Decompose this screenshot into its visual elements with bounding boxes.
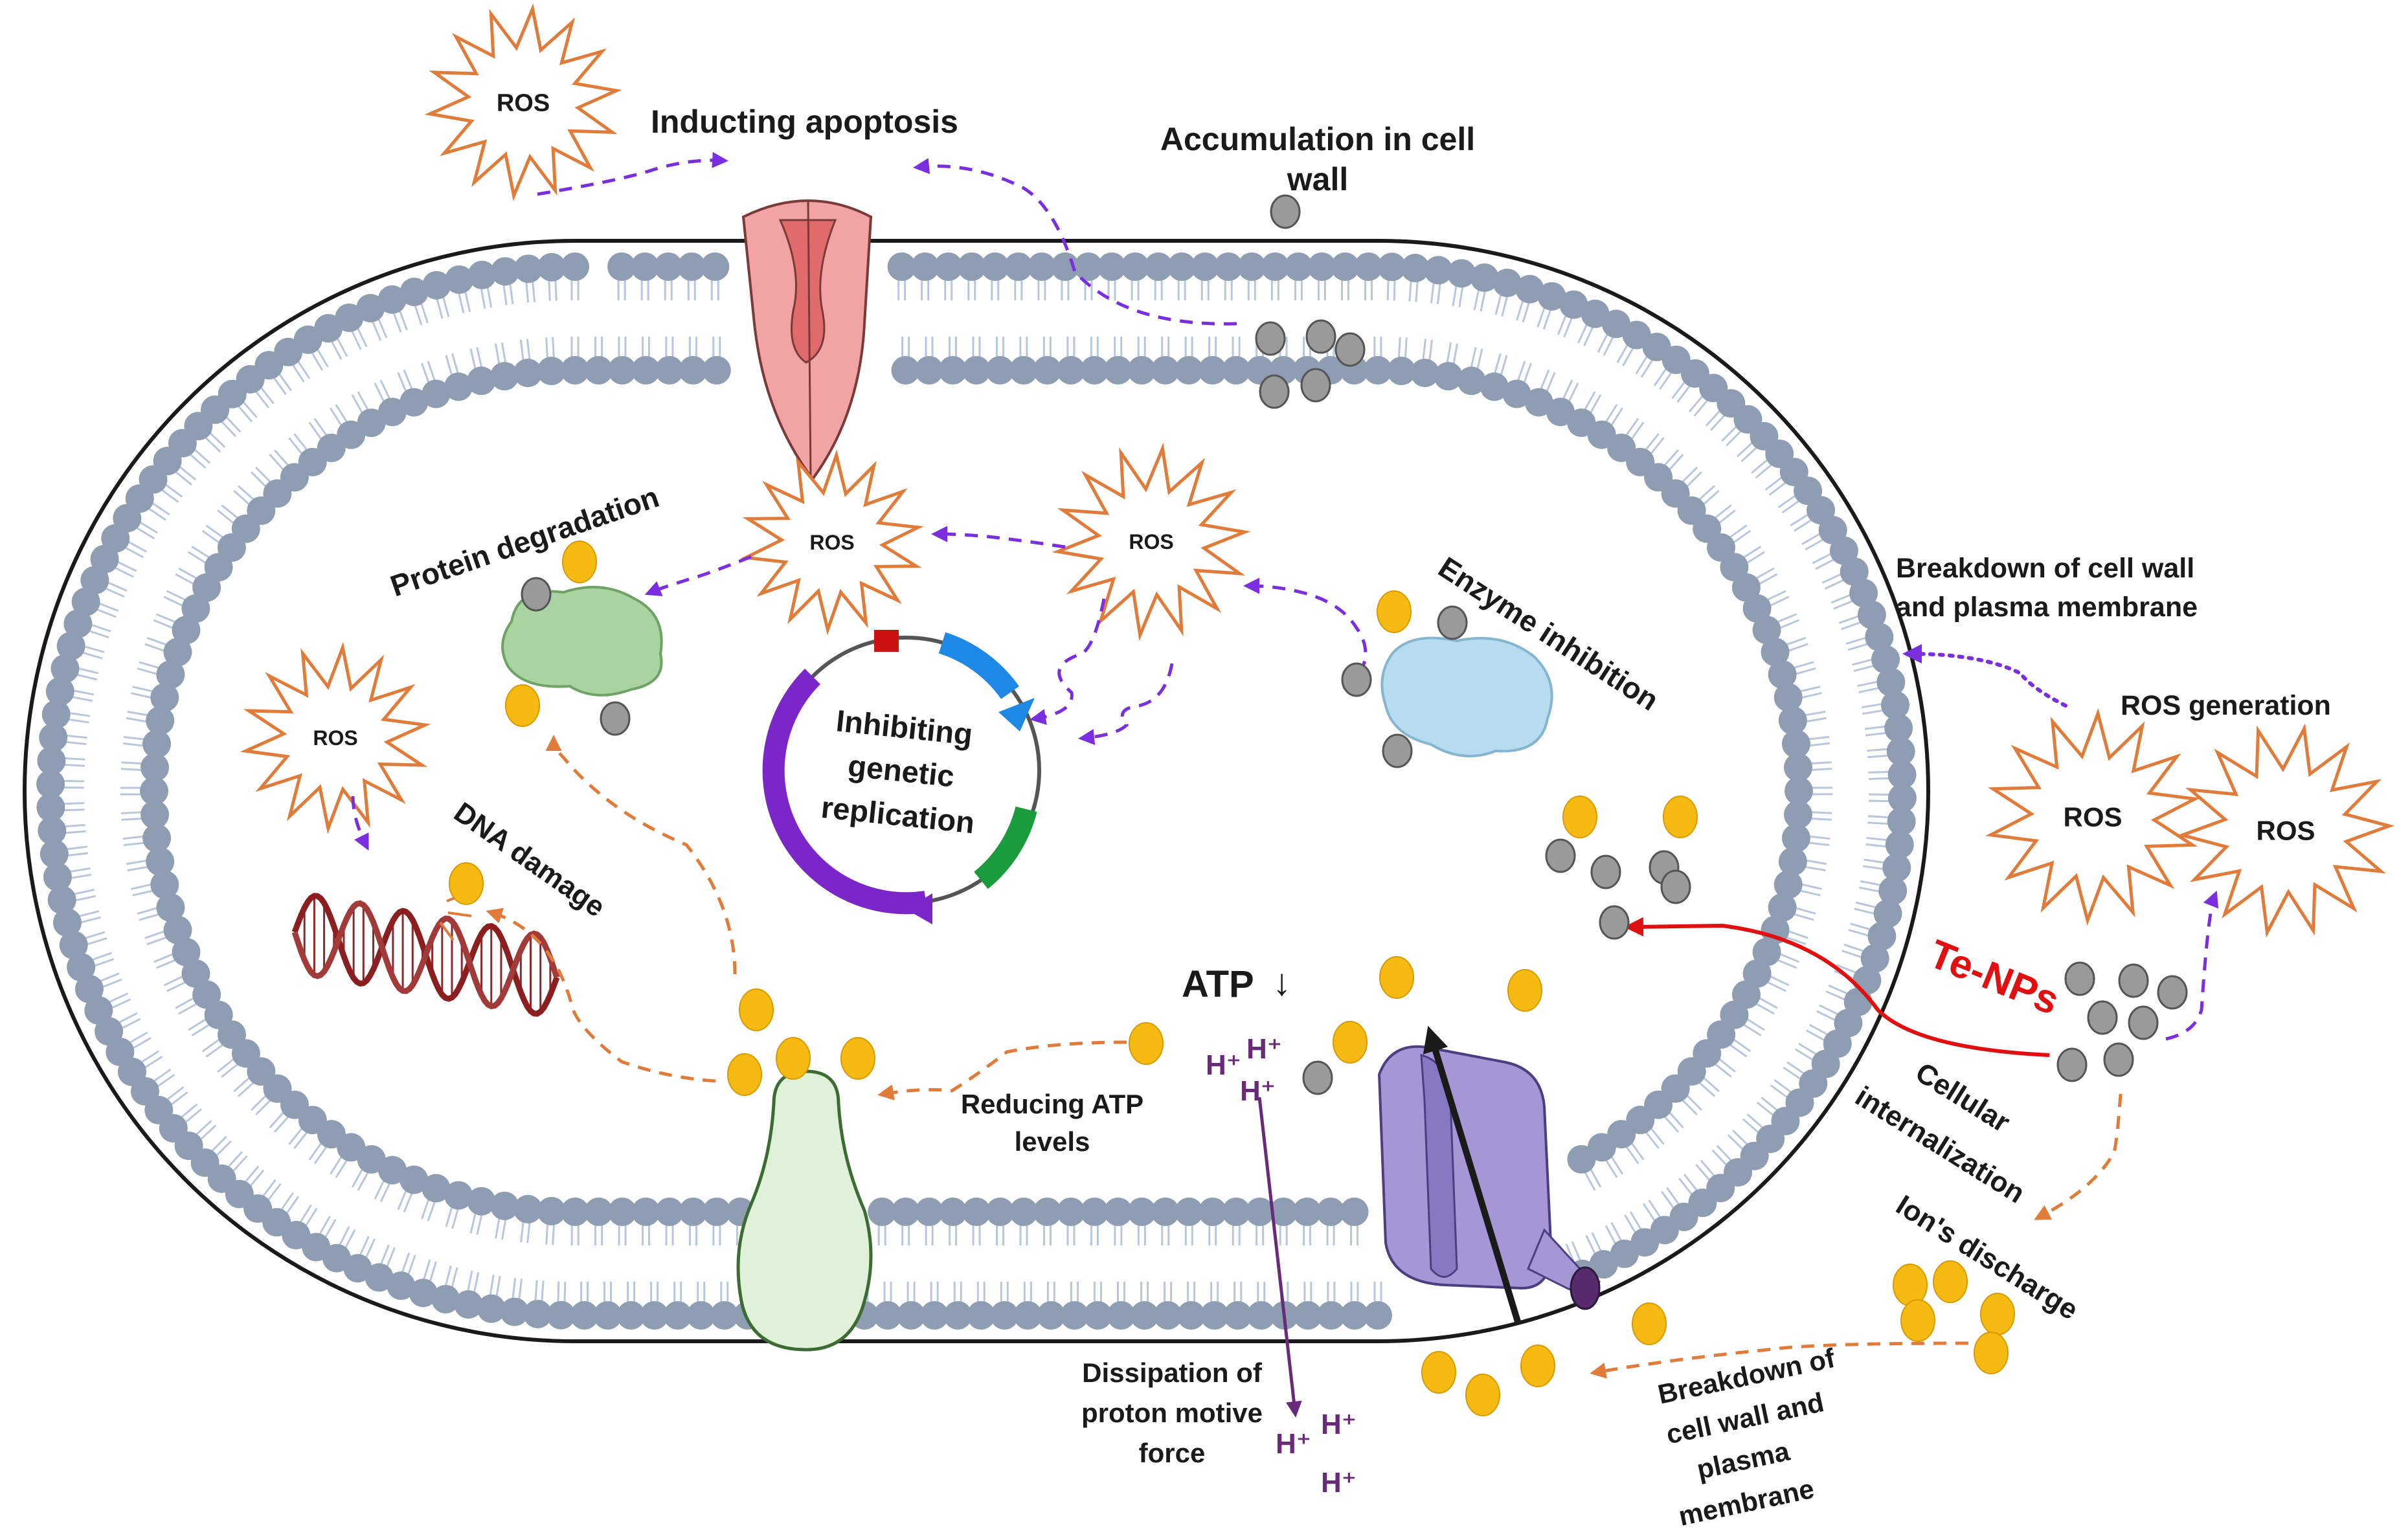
label-accumulation: Accumulation in cell — [1160, 121, 1475, 157]
ros-label: ROS — [313, 726, 357, 750]
label-dissipation-3: force — [1139, 1438, 1206, 1468]
te-nanoparticle — [1303, 1062, 1332, 1094]
ion-particle — [1933, 1261, 1967, 1302]
label-inducing-apoptosis: Inducting apoptosis — [651, 104, 958, 140]
arrow-internalization-to-ions — [2040, 1094, 2121, 1217]
proton-label: H⁺ — [1321, 1467, 1357, 1499]
ion-particle — [1901, 1300, 1935, 1341]
arrow-ros-generation — [2166, 897, 2214, 1039]
label-reducing-atp: Reducing ATP — [961, 1089, 1143, 1119]
ion-particle — [1129, 1023, 1163, 1064]
label-dissipation: Dissipation of — [1082, 1357, 1263, 1388]
arrow-ros-to-apoptosis — [537, 161, 722, 194]
label-breakdown-bottom-3: plasma — [1694, 1436, 1792, 1485]
ion-particle — [1521, 1345, 1555, 1387]
ros-label: ROS — [497, 89, 550, 117]
te-nanoparticle — [1592, 856, 1620, 888]
te-nanoparticle — [1271, 195, 1300, 228]
ros-star: ROS — [1990, 713, 2194, 921]
label-breakdown-right: Breakdown of cell wall — [1896, 553, 2194, 584]
te-nanoparticle — [1661, 871, 1690, 903]
te-nanoparticle — [1307, 320, 1335, 353]
te-nanoparticle — [1600, 906, 1628, 939]
ion-particle — [1466, 1374, 1500, 1416]
te-nanoparticle — [1260, 375, 1289, 408]
te-nanoparticle — [1438, 607, 1467, 639]
te-nanoparticle — [1256, 322, 1285, 355]
label-te-nps: Te-NPs — [1923, 932, 2066, 1023]
label-breakdown-bottom-4: membrane — [1676, 1473, 1817, 1532]
ion-particle — [841, 1038, 875, 1079]
te-nanoparticle — [2104, 1043, 2133, 1076]
ion-particle — [1380, 957, 1413, 998]
label-dissipation-2: proton motive — [1081, 1398, 1263, 1428]
ion-particle — [1974, 1332, 2008, 1374]
ion-particle — [563, 541, 596, 583]
te-nanoparticle — [522, 578, 550, 610]
ion-particle — [1663, 796, 1697, 838]
ion-particle — [1422, 1352, 1456, 1393]
ion-particle — [1563, 796, 1597, 838]
te-nanoparticle — [1342, 664, 1371, 696]
lipid-head — [868, 1198, 896, 1226]
label-atp: ATP — [1182, 963, 1254, 1005]
ion-particle — [728, 1054, 761, 1095]
ion-particle — [1377, 591, 1411, 632]
te-nanoparticle — [1336, 333, 1364, 366]
te-nanoparticle — [2088, 1001, 2117, 1034]
ros-star: ROS — [430, 9, 616, 196]
te-nanoparticle — [2066, 963, 2094, 995]
ion-particle — [449, 863, 483, 904]
te-nanoparticle — [2158, 976, 2187, 1009]
te-nanoparticle — [2058, 1049, 2086, 1081]
ion-particle — [1981, 1293, 2014, 1335]
lipid-head — [537, 253, 566, 282]
ros-label: ROS — [2063, 802, 2122, 832]
lipid-head — [703, 356, 731, 385]
proton-label: H⁺ — [1206, 1049, 1241, 1081]
ion-particle — [1632, 1303, 1666, 1345]
label-reducing-atp-2: levels — [1015, 1126, 1090, 1157]
ros-label: ROS — [1129, 530, 1173, 553]
proton-label: H⁺ — [1321, 1409, 1357, 1440]
atp-down-arrow: ↓ — [1272, 961, 1291, 1003]
ion-particle — [1893, 1264, 1927, 1306]
arrow-ros-to-breakdown — [1910, 654, 2066, 706]
lipid-head — [537, 357, 566, 385]
ros-label: ROS — [809, 531, 854, 554]
ion-particle — [1333, 1021, 1367, 1063]
lipid-head — [701, 252, 729, 281]
ros-label: ROS — [2256, 816, 2315, 846]
proton-label: H⁺ — [1246, 1033, 1282, 1065]
te-nanoparticle — [1546, 840, 1575, 872]
label-ros-generation: ROS generation — [2121, 690, 2331, 721]
label-breakdown-right-2: and plasma membrane — [1896, 592, 2198, 623]
ion-particle — [1508, 970, 1542, 1011]
te-nanoparticle — [2119, 965, 2148, 997]
ion-particle — [776, 1038, 810, 1079]
ion-particle — [739, 989, 773, 1031]
proton-label: H⁺ — [1240, 1075, 1276, 1107]
te-nanoparticle — [2129, 1007, 2157, 1039]
lipid-head — [1567, 1145, 1595, 1174]
label-accumulation-2: wall — [1287, 161, 1348, 197]
te-nanoparticle — [1383, 735, 1412, 767]
te-nanoparticle — [601, 702, 629, 735]
ion-particle — [506, 685, 539, 726]
proton-label: H⁺ — [1276, 1428, 1311, 1460]
te-nanoparticle — [1301, 369, 1330, 401]
